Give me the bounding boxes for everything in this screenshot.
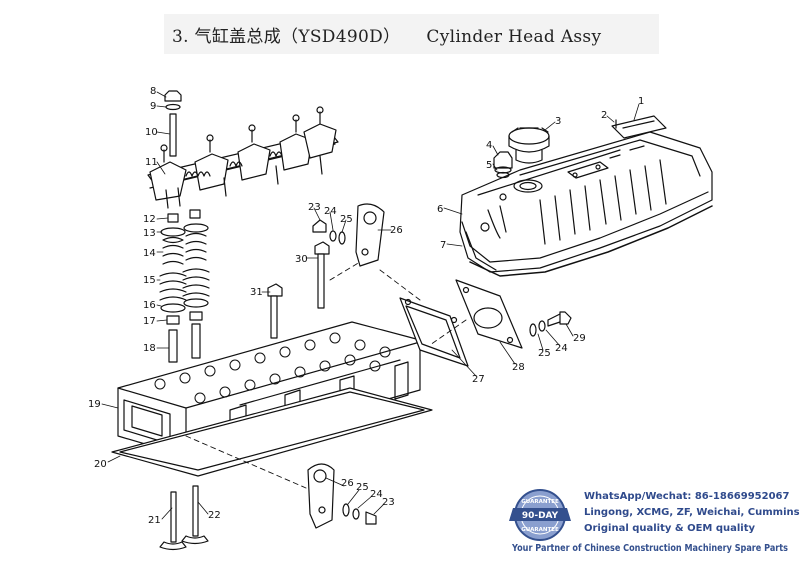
callout-13: 13: [143, 228, 156, 239]
callout-26a: 26: [390, 225, 403, 236]
badge-main-text: 90-DAY: [522, 511, 559, 521]
callout-31: 31: [250, 287, 263, 298]
callout-26b: 26: [341, 478, 354, 489]
callout-25c: 25: [356, 482, 369, 493]
page-title: 3. 气缸盖总成（YSD490D） Cylinder Head Assy: [172, 27, 602, 47]
watermark: GUARANTEE 90-DAY GUARANTEE WhatsApp/Wech…: [509, 489, 800, 554]
head-bolts: [267, 241, 330, 339]
callout-14: 14: [143, 248, 156, 259]
guarantee-badge: GUARANTEE 90-DAY GUARANTEE: [509, 489, 571, 541]
callout-17: 17: [143, 316, 156, 327]
callout-11: 11: [145, 157, 158, 168]
cover-plate-bolt: [529, 311, 572, 337]
callout-19: 19: [88, 399, 101, 410]
callout-4: 4: [486, 140, 492, 151]
assembly-lines: [185, 261, 467, 489]
watermark-quality: Original quality & OEM quality: [584, 523, 756, 534]
badge-top-text: GUARANTEE: [521, 499, 559, 505]
cover-plate: [455, 279, 523, 349]
leader-lines: [101, 91, 640, 520]
watermark-tagline: Your Partner of Chinese Construction Mac…: [511, 543, 788, 554]
callout-27: 27: [472, 374, 485, 385]
callout-30: 30: [295, 254, 308, 265]
callout-24a: 24: [324, 206, 337, 217]
oil-filler-cap: [508, 127, 550, 164]
lifting-eye-upper: [312, 203, 385, 267]
callout-9: 9: [150, 101, 156, 112]
callout-21: 21: [148, 515, 161, 526]
valve-train-parts: [159, 209, 210, 363]
exhaust-gasket: [399, 297, 469, 367]
callout-18: 18: [143, 343, 156, 354]
rocker-shaft-assembly: [147, 106, 339, 209]
watermark-brands: Lingong, XCMG, ZF, Weichai, Cummins: [584, 507, 800, 518]
callout-22: 22: [208, 510, 221, 521]
name-plate: [611, 115, 667, 139]
callout-28: 28: [512, 362, 525, 373]
callout-5: 5: [486, 160, 492, 171]
callout-24b: 24: [555, 343, 568, 354]
callout-12: 12: [143, 214, 156, 225]
badge-bottom-text: GUARANTEE: [521, 527, 559, 533]
callout-3: 3: [555, 116, 561, 127]
callout-6: 6: [437, 204, 443, 215]
callout-23c: 23: [382, 497, 395, 508]
callout-8: 8: [150, 86, 156, 97]
callout-10: 10: [145, 127, 158, 138]
callout-24c: 24: [370, 489, 383, 500]
callout-23a: 23: [308, 202, 321, 213]
title-bar: 3. 气缸盖总成（YSD490D） Cylinder Head Assy: [164, 14, 659, 54]
callout-16: 16: [143, 300, 156, 311]
head-gasket: [111, 387, 433, 477]
callout-labels: 1 2 3 4 5 6 7 8 9 10 11 12 13 14 15 16 1…: [88, 86, 644, 526]
callout-25a: 25: [340, 214, 353, 225]
cap-nut: [493, 151, 513, 179]
watermark-contact: WhatsApp/Wechat: 86-18669952067: [584, 491, 789, 502]
valves: [159, 485, 209, 551]
adjust-nut-stack: [164, 90, 182, 157]
callout-7: 7: [440, 240, 446, 251]
callout-20: 20: [94, 459, 107, 470]
callout-1: 1: [638, 96, 644, 107]
callout-29: 29: [573, 333, 586, 344]
callout-15: 15: [143, 275, 156, 286]
callout-2: 2: [601, 110, 607, 121]
callout-25b: 25: [538, 348, 551, 359]
lifting-eye-lower: [307, 463, 377, 529]
